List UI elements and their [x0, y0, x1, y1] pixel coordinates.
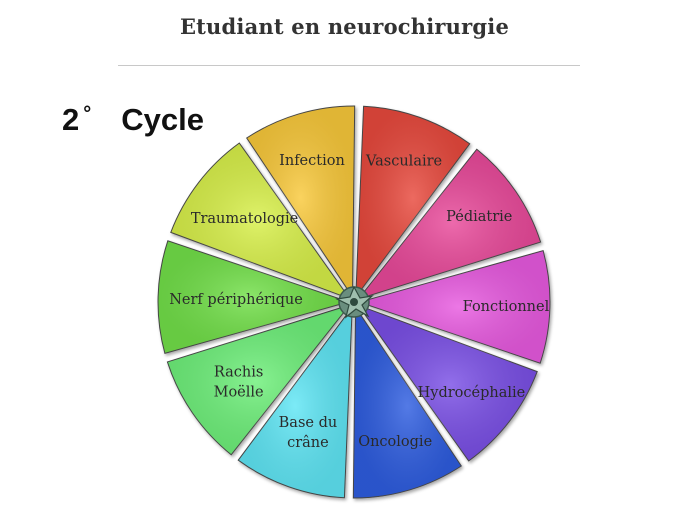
segment-shade-vasculaire — [356, 106, 470, 290]
segment-label-hydrocephalie: Hydrocéphalie — [418, 385, 526, 401]
segment-label-base-du-crane: Base du crâne — [279, 415, 338, 451]
segment-label-line: crâne — [287, 435, 329, 451]
segment-label-line: Oncologie — [358, 434, 432, 450]
segment-label-line: Base du — [279, 415, 338, 431]
wheel-labels: VasculairePédiatrieFonctionnelHydrocépha… — [169, 153, 549, 451]
segment-shade-rachis-moelle — [167, 307, 345, 455]
cycle-label: Cycle — [121, 102, 204, 137]
segment-label-nerf-peripherique: Nerf périphérique — [169, 292, 303, 308]
segment-shade-traumatologie — [170, 143, 345, 296]
cycle-heading: 2° Cycle — [62, 102, 204, 138]
segment-label-pediatrie: Pédiatrie — [446, 209, 512, 225]
segment-label-infection: Infection — [279, 153, 345, 169]
wheel-segments — [157, 105, 551, 499]
segment-shade-nerf-peripherique — [158, 240, 341, 354]
segment-label-line: Fonctionnel — [463, 299, 550, 315]
segment-label-line: Pédiatrie — [446, 209, 512, 225]
title-divider — [118, 65, 580, 66]
page-title: Etudiant en neurochirurgie — [179, 14, 510, 39]
segment-shade-infection — [246, 106, 355, 290]
segment-label-line: Infection — [279, 153, 345, 169]
segment-shade-base-du-crane — [238, 314, 352, 498]
segment-label-line: Nerf périphérique — [169, 292, 303, 308]
neuron-icon — [335, 285, 374, 319]
segment-shade-hydrocephalie — [363, 308, 538, 461]
segment-label-vasculaire: Vasculaire — [365, 154, 442, 170]
segment-label-fonctionnel: Fonctionnel — [463, 299, 550, 315]
segment-shade-fonctionnel — [367, 250, 550, 364]
cycle-degree: ° — [83, 103, 92, 125]
segment-label-traumatologie: Traumatologie — [191, 211, 298, 227]
segment-label-line: Hydrocéphalie — [418, 385, 526, 401]
segment-label-line: Moëlle — [214, 384, 264, 400]
cycle-number: 2° — [62, 102, 92, 137]
segment-shade-oncologie — [353, 314, 462, 498]
segment-shade-pediatrie — [363, 149, 541, 297]
segment-label-oncologie: Oncologie — [358, 434, 432, 450]
segment-label-line: Vasculaire — [365, 154, 442, 170]
segment-label-line: Traumatologie — [191, 211, 298, 227]
segment-label-line: Rachis — [214, 364, 263, 380]
